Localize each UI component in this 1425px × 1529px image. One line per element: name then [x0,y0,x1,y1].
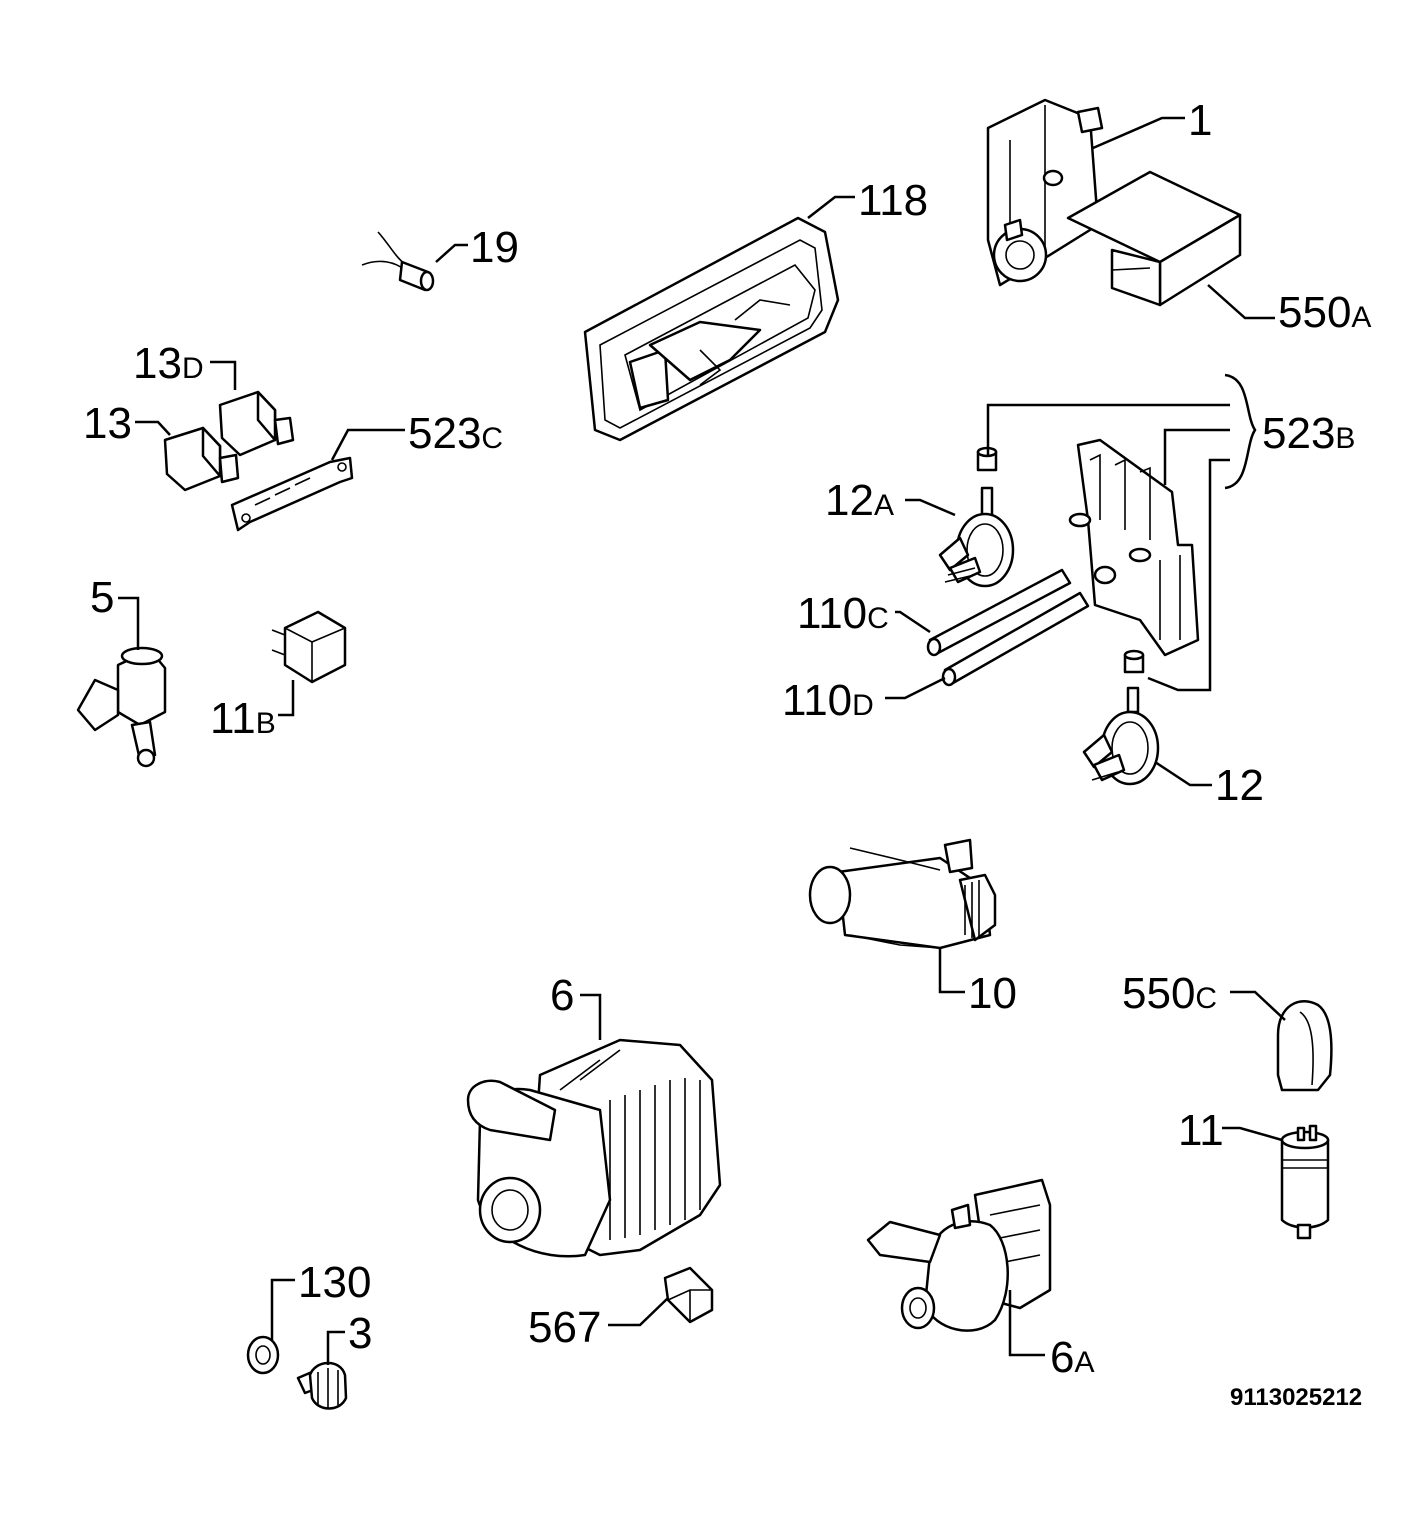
callout-labels: 1 118 19 550A 13D 13 523C 523B 12A 5 110… [83,96,1371,1382]
label-13d: 13D [133,339,204,388]
part-523b-cap-upper [976,446,998,472]
part-6a-drain-pump [866,1178,1052,1332]
part-3-plug [296,1361,348,1410]
label-523c: 523C [408,409,503,458]
part-130-seal [246,1335,280,1375]
part-523c-bracket [230,456,354,532]
label-11b: 11B [210,694,276,743]
label-523b: 523B [1262,409,1355,458]
label-5: 5 [90,573,114,622]
label-12a: 12A [825,476,894,525]
part-12a-pressure-switch [938,486,1015,588]
part-118-control-panel [583,216,840,442]
part-1-timer [986,98,1104,287]
label-3: 3 [348,1309,372,1358]
leader-lines [118,116,1286,1365]
part-523b-holder [1068,438,1200,657]
label-10: 10 [968,969,1017,1018]
label-6a: 6A [1050,1333,1095,1382]
label-550a: 550A [1278,288,1371,337]
part-13-microswitch [163,426,240,492]
label-550c: 550C [1122,969,1217,1018]
label-13: 13 [83,399,132,448]
part-6-circulation-pump [466,1038,722,1258]
label-6: 6 [550,971,574,1020]
label-110d: 110D [782,676,874,725]
part-11b-relay [271,610,347,684]
drawing-code: 9113025212 [1230,1384,1362,1411]
label-567: 567 [528,1303,601,1352]
part-550c-cap [1276,1000,1333,1092]
part-11-capacitor [1280,1124,1330,1240]
part-5-inlet-valve [76,646,167,768]
label-110c: 110C [797,589,889,638]
label-12: 12 [1215,761,1264,810]
part-550a-cover [1066,170,1242,307]
part-19-sensor [361,231,435,292]
part-110d-hose [941,591,1090,687]
part-10-heater [808,838,997,950]
label-118: 118 [858,176,928,225]
part-12-pressure-switch [1082,686,1160,786]
label-19: 19 [470,223,519,272]
part-523b-cap-lower [1123,649,1145,674]
part-567-clip [663,1266,714,1324]
part-13d-microswitch [218,390,295,457]
label-130: 130 [298,1258,371,1307]
part-110c-hose [926,568,1072,657]
label-11: 11 [1178,1106,1224,1155]
label-1: 1 [1188,96,1212,145]
